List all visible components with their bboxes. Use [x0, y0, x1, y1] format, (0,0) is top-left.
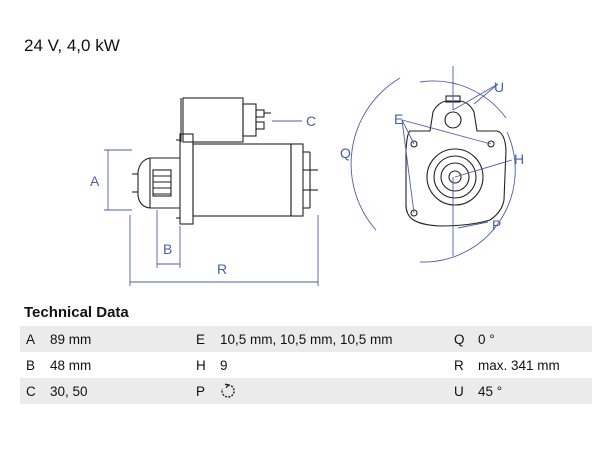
technical-data-heading: Technical Data: [24, 304, 129, 321]
pinion: [152, 169, 172, 197]
spec-value: 10,5 mm, 10,5 mm, 10,5 mm: [220, 331, 393, 347]
solenoid-body: [182, 97, 244, 143]
label-h: H: [514, 151, 524, 167]
solenoid-cap: [242, 103, 257, 137]
label-b: B: [163, 241, 172, 257]
spec-value-rotation: [220, 378, 448, 404]
spec-value: 9: [220, 357, 228, 373]
spec-key: H: [196, 357, 206, 373]
table-row: B 48 mm H 9 R max. 341 mm: [20, 352, 592, 378]
end-view: [405, 95, 507, 227]
spec-key: Q: [454, 331, 465, 347]
technical-data-table: A 89 mm E 10,5 mm, 10,5 mm, 10,5 mm Q 0 …: [20, 326, 592, 404]
spec-value: 45 °: [478, 383, 503, 399]
spec-key: A: [26, 331, 36, 347]
starter-motor-drawing: A B C R E Q U H P: [90, 66, 524, 286]
spec-key: B: [26, 357, 36, 373]
label-u: U: [494, 79, 504, 95]
spec-value: 89 mm: [50, 331, 92, 347]
end-view-dimensions: [350, 66, 516, 263]
drive-housing: [137, 157, 180, 209]
end-view-housing: [405, 100, 507, 227]
label-e: E: [394, 111, 403, 127]
side-view-dimensions: [104, 120, 319, 286]
spec-key: P: [196, 383, 206, 399]
label-a: A: [90, 173, 100, 189]
spec-value: max. 341 mm: [478, 357, 560, 373]
table-row: C 30, 50 P U 45 °: [20, 378, 592, 404]
product-title: 24 V, 4,0 kW: [24, 36, 120, 55]
clockwise-rotation-icon: [221, 383, 235, 398]
spec-key: R: [454, 357, 464, 373]
mounting-flange: [179, 133, 194, 225]
spec-value: 48 mm: [50, 357, 92, 373]
spec-value: 30, 50: [50, 383, 88, 399]
motor-housing: [192, 143, 292, 217]
end-view-shaft: [426, 148, 484, 206]
spec-key: E: [196, 331, 206, 347]
spec-key: C: [26, 383, 36, 399]
side-view: [132, 97, 318, 225]
table-row: A 89 mm E 10,5 mm, 10,5 mm, 10,5 mm Q 0 …: [20, 326, 592, 352]
label-p: P: [492, 217, 501, 233]
label-r: R: [217, 261, 227, 277]
spec-key: U: [454, 383, 464, 399]
label-q: Q: [340, 145, 351, 161]
spec-value: 0 °: [478, 331, 495, 347]
label-c: C: [306, 113, 316, 129]
